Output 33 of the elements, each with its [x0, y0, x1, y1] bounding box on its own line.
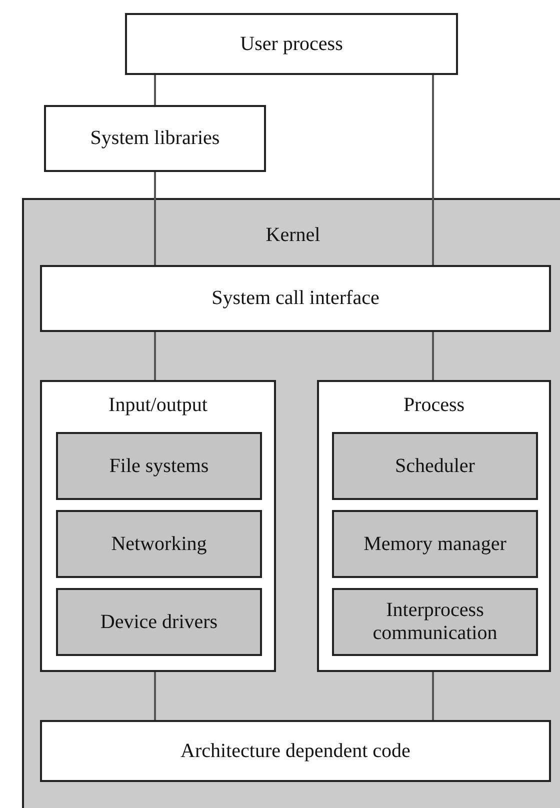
- module-box: [332, 510, 538, 578]
- process-box: [44, 105, 266, 172]
- connector-line: [432, 332, 434, 380]
- connector-line: [154, 672, 156, 720]
- group-heading: Input/output: [108, 394, 208, 417]
- connector-line: [154, 332, 156, 380]
- box-label: Interprocess communication: [372, 599, 498, 645]
- box-label: Memory manager: [364, 532, 506, 556]
- module-box: [56, 432, 262, 500]
- module-box: [56, 588, 262, 656]
- box-label: Networking: [111, 532, 207, 556]
- box-label: Device drivers: [100, 610, 218, 634]
- box-label: Scheduler: [395, 454, 475, 478]
- box-label: File systems: [109, 454, 209, 478]
- interface-box: [40, 265, 551, 332]
- process-box: [125, 13, 458, 75]
- module-box: [332, 432, 538, 500]
- connector-line: [154, 172, 156, 265]
- module-box: [332, 588, 538, 656]
- kernel-panel: [22, 198, 560, 808]
- group-box: [317, 380, 551, 672]
- group-box: [40, 380, 276, 672]
- box-label: System libraries: [90, 127, 220, 150]
- connector-line: [432, 672, 434, 720]
- box-label: Architecture dependent code: [180, 740, 410, 762]
- connector-line: [432, 75, 434, 265]
- group-heading: Process: [402, 394, 466, 417]
- connector-line: [154, 75, 156, 105]
- box-label: User process: [240, 32, 343, 56]
- group-heading: Kernel: [264, 224, 322, 247]
- box-label: System call interface: [212, 287, 380, 310]
- module-box: [56, 510, 262, 578]
- code-box: [40, 720, 551, 782]
